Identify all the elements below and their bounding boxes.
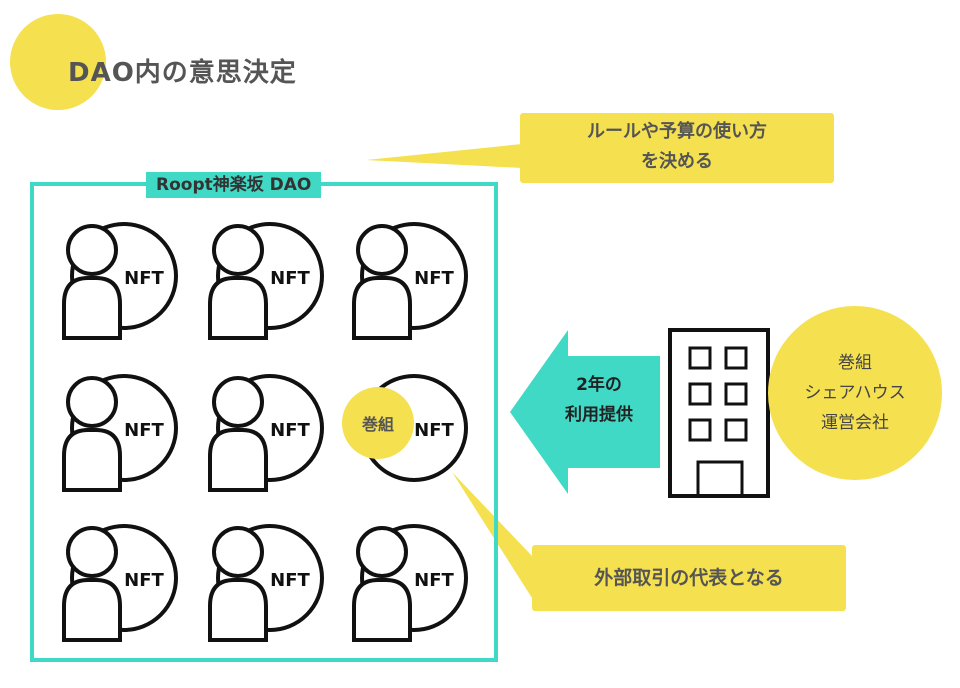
nft-label: NFT [270,570,310,591]
company-label-line-3: 運営会社 [821,413,889,433]
person-head-icon [66,376,118,428]
dao-member: NFT [208,374,324,492]
nft-label: NFT [124,420,164,441]
external-callout-tail [452,472,532,598]
nft-label: NFT [414,570,454,591]
building-icon [668,328,770,498]
person-body-icon [208,428,268,492]
person-body-icon [208,578,268,642]
dao-member: NFT [352,524,468,642]
page-title: DAO内の意思決定 [68,58,297,88]
rules-callout-line-1: ルールや予算の使い方 [587,121,767,142]
person-body-icon [352,276,412,340]
person-head-icon [212,526,264,578]
person-head-icon [356,526,408,578]
person-body-icon [62,578,122,642]
person-head-icon [212,224,264,276]
person-head-icon [356,224,408,276]
makigumi-label: 巻組 [361,415,394,434]
dao-member: NFT [62,524,178,642]
nft-label: NFT [124,570,164,591]
company-label: 巻組 シェアハウス 運営会社 [768,348,942,438]
dao-member: NFT [208,524,324,642]
nft-label: NFT [124,268,164,289]
nft-label: NFT [414,268,454,289]
external-callout: 外部取引の代表となる [532,545,846,611]
company-label-line-2: シェアハウス [804,383,906,403]
person-body-icon [352,578,412,642]
person-body-icon [62,428,122,492]
dao-member: NFT [62,222,178,340]
title-circle [10,14,106,110]
rules-callout-line-2: を決める [641,151,713,172]
dao-label: Roopt神楽坂 DAO [146,172,322,198]
provision-arrow [510,330,660,494]
person-head-icon [66,526,118,578]
nft-label: NFT [270,268,310,289]
rules-callout-tail [366,144,522,168]
arrow-text-line-1: 2年の [576,375,622,395]
makigumi-circle [342,387,414,459]
nft-label: NFT [414,420,454,441]
person-body-icon [62,276,122,340]
person-head-icon [212,376,264,428]
arrow-text-line-2: 利用提供 [565,405,633,425]
company-circle [768,306,942,480]
dao-member: NFT [352,222,468,340]
dao-member: NFT [208,222,324,340]
arrow-text: 2年の 利用提供 [540,370,658,430]
dao-member: NFT [62,374,178,492]
person-head-icon [66,224,118,276]
person-body-icon [208,276,268,340]
nft-label: NFT [270,420,310,441]
rules-callout: ルールや予算の使い方 を決める [520,113,834,183]
company-label-line-1: 巻組 [838,353,872,373]
